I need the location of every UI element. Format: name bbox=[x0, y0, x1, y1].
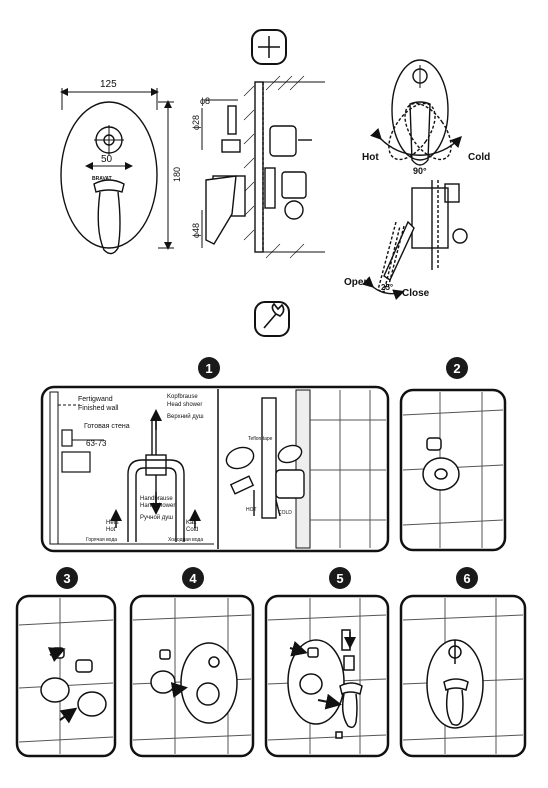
step6-panel bbox=[399, 594, 527, 758]
pipe-diameter-label: ϕ8 bbox=[200, 96, 210, 106]
svg-text:6: 6 bbox=[463, 571, 470, 586]
step3-panel bbox=[15, 594, 117, 758]
front-view-drawing bbox=[60, 101, 158, 255]
height-dimension: 180 bbox=[172, 167, 182, 182]
svg-text:1: 1 bbox=[205, 361, 212, 376]
wall-label-en: Finished wall bbox=[78, 405, 119, 412]
step2-panel bbox=[399, 388, 507, 552]
step5-panel bbox=[264, 594, 390, 758]
cold-label: Cold bbox=[468, 152, 490, 163]
wall-label-de: Fertigwand bbox=[78, 396, 113, 403]
operation-diagram bbox=[362, 59, 468, 301]
cold-label-en: Cold bbox=[186, 527, 198, 533]
hand-shower-label-ru: Ручной душ bbox=[140, 514, 173, 521]
wall-label-ru: Готовая стена bbox=[84, 423, 130, 430]
lever-angle-label: 25° bbox=[381, 283, 393, 292]
hot-label: Hot bbox=[362, 152, 379, 163]
step-badge-6: 6 bbox=[456, 567, 478, 589]
hot-connection-label: HOT bbox=[246, 507, 257, 513]
hand-shower-label-en: Hand shower bbox=[140, 503, 175, 509]
rotation-angle-label: 90° bbox=[413, 166, 427, 176]
teflon-label: Teflon tape bbox=[248, 436, 273, 442]
head-shower-label-ru: Верхний душ bbox=[167, 413, 204, 420]
step-badge-5: 5 bbox=[329, 567, 351, 589]
body-diameter-label: ϕ48 bbox=[191, 223, 201, 238]
spindle-diameter-label: ϕ28 bbox=[191, 115, 201, 130]
width-dimension: 125 bbox=[100, 79, 117, 90]
brand-mark: BRAVAT bbox=[92, 176, 112, 182]
hand-shower-label-de: Handbrause bbox=[140, 496, 173, 502]
depth-range-label: 63-73 bbox=[86, 439, 107, 448]
dimension-lines bbox=[60, 88, 174, 250]
step-badge-4: 4 bbox=[182, 567, 204, 589]
step4-panel bbox=[129, 594, 255, 758]
head-shower-label-de: Kopfbrause bbox=[167, 394, 198, 400]
hot-label-de: Heiß bbox=[106, 520, 119, 526]
side-view-drawing bbox=[205, 75, 325, 259]
wall-mount-icon bbox=[251, 29, 287, 65]
wrench-icon bbox=[254, 301, 290, 337]
plate-dimension: 50 bbox=[101, 154, 113, 165]
svg-text:5: 5 bbox=[336, 571, 343, 586]
cold-label-ru: Холодная вода bbox=[168, 537, 203, 543]
open-label: Open bbox=[344, 277, 370, 288]
hot-label-en: Hot bbox=[106, 527, 116, 533]
step1-panel bbox=[40, 385, 390, 553]
close-label: Close bbox=[402, 288, 430, 299]
svg-text:2: 2 bbox=[453, 361, 460, 376]
step-badge-3: 3 bbox=[56, 567, 78, 589]
step-badge-2: 2 bbox=[446, 357, 468, 379]
svg-text:3: 3 bbox=[63, 571, 70, 586]
cold-connection-label: COLD bbox=[278, 510, 292, 516]
hot-label-ru: Горячая вода bbox=[86, 537, 117, 543]
step-badge-1: 1 bbox=[198, 357, 220, 379]
cold-label-de: Kalt bbox=[186, 520, 197, 526]
head-shower-label-en: Head shower bbox=[167, 402, 202, 408]
svg-text:4: 4 bbox=[189, 571, 197, 586]
